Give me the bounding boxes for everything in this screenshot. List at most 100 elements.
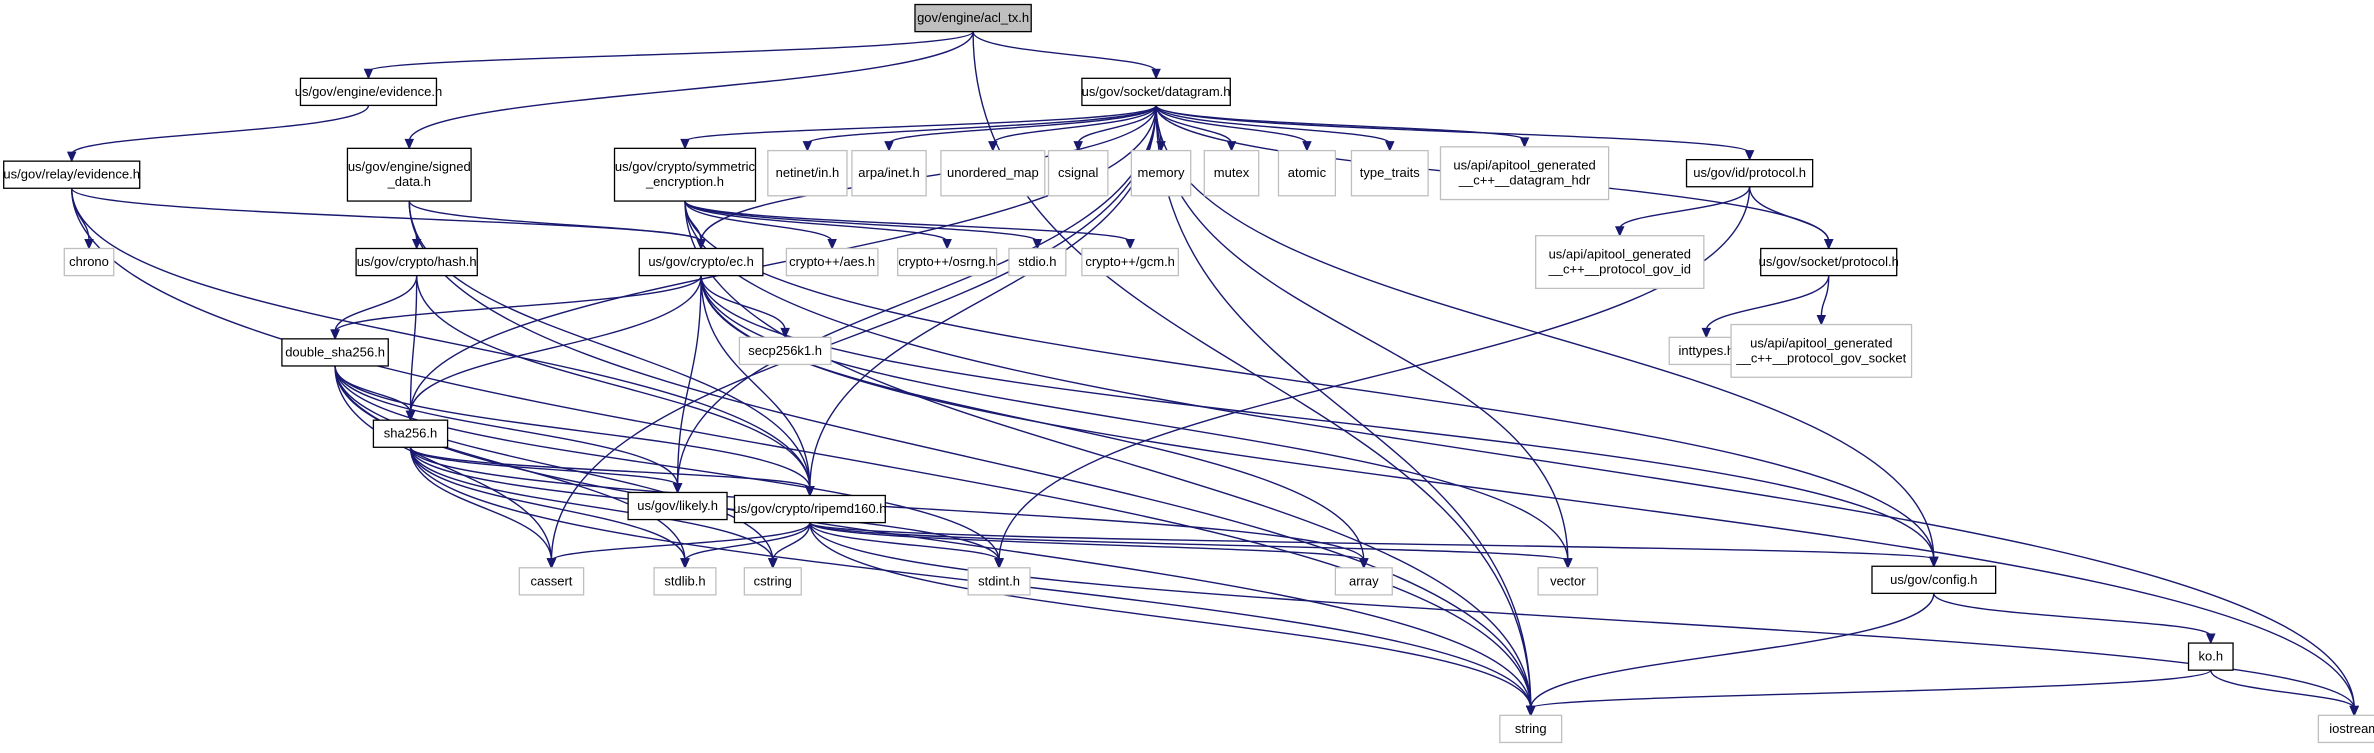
edge-id_protocol-to-api_protocol_id <box>1614 186 1751 237</box>
edge-datagram-to-id_protocol <box>1155 104 1755 161</box>
node-box <box>1499 714 1563 744</box>
node-label: us/gov/likely.h <box>637 498 718 513</box>
node-box <box>1871 565 1997 595</box>
node-label: us/gov/config.h <box>1890 572 1977 587</box>
node-box <box>1685 158 1814 188</box>
node-string: string <box>1499 714 1563 744</box>
node-engine_evidence[interactable]: us/gov/engine/evidence.h <box>295 77 442 107</box>
node-double_sha256[interactable]: double_sha256.h <box>281 338 389 367</box>
node-acl_tx[interactable]: gov/engine/acl_tx.h <box>914 3 1032 33</box>
node-config[interactable]: us/gov/config.h <box>1871 565 1997 595</box>
edge-id_protocol-to-socket_protocol <box>1748 186 1834 250</box>
node-label: sha256.h <box>384 426 438 441</box>
edge-sym_enc-to-osrng <box>684 200 952 250</box>
node-unordered_map: unordered_map <box>940 149 1046 197</box>
node-box <box>897 247 998 277</box>
edge-datagram-to-netinet <box>802 104 1157 152</box>
edge-datagram-to-atomic <box>1155 105 1312 152</box>
node-memory: memory <box>1130 149 1192 197</box>
node-sym_enc[interactable]: us/gov/crypto/symmetric_encryption.h <box>613 147 757 202</box>
node-label: atomic <box>1288 165 1327 180</box>
node-sha256[interactable]: sha256.h <box>372 419 449 448</box>
node-socket_protocol[interactable]: us/gov/socket/protocol.h <box>1759 247 1899 277</box>
nodes-layer: gov/engine/acl_tx.h us/gov/engine/evidenc… <box>3 3 2374 744</box>
node-label: double_sha256.h <box>285 344 385 359</box>
node-api_protocol_id: us/api/apitool_generated__c++__protocol_… <box>1535 235 1705 290</box>
node-box <box>1535 235 1705 290</box>
edge-sym_enc-to-gcm <box>684 200 1135 250</box>
node-box <box>743 567 802 596</box>
edge-ec-to-secp256k1 <box>700 275 790 339</box>
node-box <box>638 247 764 277</box>
node-label: crypto++/aes.h <box>789 254 875 269</box>
node-hash[interactable]: us/gov/crypto/hash.h <box>355 247 478 277</box>
edge-datagram-to-mutex <box>1155 105 1237 152</box>
node-label: us/gov/relay/evidence.h <box>3 167 140 182</box>
node-ec[interactable]: us/gov/crypto/ec.h <box>638 247 764 277</box>
edge-acl_tx-to-engine_evidence <box>363 30 974 80</box>
edge-acl_tx-to-datagram <box>972 31 1161 80</box>
edge-engine_evidence-to-relay_evidence <box>66 105 370 163</box>
node-box <box>2317 714 2374 744</box>
node-label: stdint.h <box>978 573 1020 588</box>
node-relay_evidence[interactable]: us/gov/relay/evidence.h <box>3 160 141 189</box>
edge-ko-to-iostream <box>2210 669 2359 717</box>
node-likely[interactable]: us/gov/likely.h <box>627 491 728 521</box>
node-ripemd160[interactable]: us/gov/crypto/ripemd160.h <box>733 494 886 524</box>
node-label: us/gov/id/protocol.h <box>1693 165 1806 180</box>
node-stdlib: stdlib.h <box>653 567 717 596</box>
edge-datagram-to-unordered_map <box>988 105 1157 152</box>
node-box <box>1537 567 1599 596</box>
node-label: chrono <box>69 254 109 269</box>
node-label: _encryption.h <box>645 174 724 189</box>
node-box <box>63 247 115 277</box>
node-stdio: stdio.h <box>1008 247 1067 277</box>
node-aes: crypto++/aes.h <box>785 247 879 277</box>
node-box <box>1350 149 1429 197</box>
node-box <box>1047 149 1109 197</box>
node-datagram[interactable]: us/gov/socket/datagram.h <box>1081 77 1231 107</box>
node-box <box>627 491 728 521</box>
node-label: secp256k1.h <box>748 343 822 358</box>
node-cassert: cassert <box>518 567 585 596</box>
edge-config-to-string <box>1525 593 1935 717</box>
node-box <box>3 160 141 189</box>
edge-ripemd160-to-config <box>809 521 1939 568</box>
node-label: us/gov/crypto/ripemd160.h <box>733 501 886 516</box>
node-id_protocol[interactable]: us/gov/id/protocol.h <box>1685 158 1814 188</box>
edge-sym_enc-to-aes <box>684 200 837 250</box>
node-box <box>967 567 1031 596</box>
edge-ripemd160-to-stdlib <box>680 522 811 569</box>
node-signed_data[interactable]: us/gov/engine/signed_data.h <box>346 147 472 202</box>
node-api_datagram: us/api/apitool_generated__c++__datagram_… <box>1439 146 1610 201</box>
node-label: unordered_map <box>947 165 1039 180</box>
node-label: inttypes.h <box>1678 343 1734 358</box>
node-box <box>1760 247 1898 277</box>
node-label: __c++__datagram_hdr <box>1458 173 1591 188</box>
node-label: netinet/in.h <box>776 165 840 180</box>
edge-ec-to-config <box>700 275 1939 568</box>
node-box <box>767 149 848 197</box>
node-label: _data.h <box>387 174 431 189</box>
node-box <box>613 147 757 202</box>
node-box <box>372 419 449 448</box>
edge-sha256-to-likely <box>409 446 683 494</box>
node-box <box>1008 247 1067 277</box>
node-box <box>518 567 585 596</box>
node-iostream: iostream <box>2317 714 2374 744</box>
node-box <box>738 336 832 366</box>
node-vector: vector <box>1537 567 1599 596</box>
node-box <box>914 3 1032 33</box>
node-box <box>653 567 717 596</box>
node-label: vector <box>1550 573 1586 588</box>
edge-ripemd160-to-stdint <box>809 522 1004 569</box>
node-label: cassert <box>531 573 573 588</box>
node-ko[interactable]: ko.h <box>2187 642 2234 671</box>
edges-layer <box>66 30 2359 717</box>
node-box <box>1334 567 1393 596</box>
node-box <box>299 77 438 107</box>
edge-datagram-to-arpa <box>884 105 1157 152</box>
node-label: us/gov/crypto/symmetric <box>615 159 756 174</box>
node-type_traits: type_traits <box>1350 149 1429 197</box>
node-arpa: arpa/inet.h <box>851 149 927 197</box>
